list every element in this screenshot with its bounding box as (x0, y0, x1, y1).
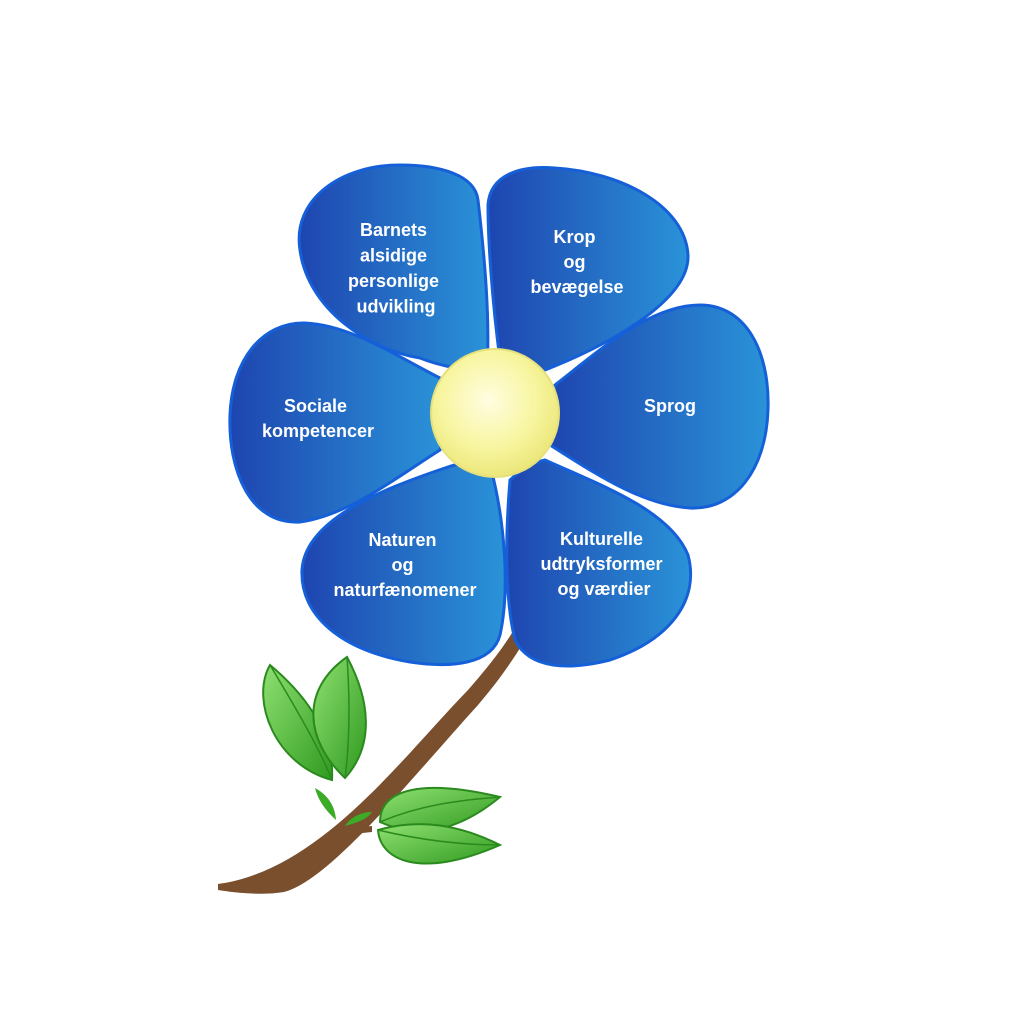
label-line: bevægelse (530, 277, 623, 297)
label-left: Sociale kompetencer (262, 396, 374, 441)
label-right: Sprog (644, 396, 696, 416)
label-top-left: Barnets alsidige personlige udvikling (348, 220, 444, 317)
petal-right (548, 303, 770, 510)
label-line: Krop (553, 227, 595, 247)
label-line: og værdier (557, 579, 650, 599)
label-line: Kulturelle (560, 529, 643, 549)
label-line: Sprog (644, 396, 696, 416)
label-line: Sociale (284, 396, 347, 416)
leaf-small (315, 788, 372, 826)
label-line: alsidige (360, 246, 427, 266)
flower-center (430, 348, 560, 478)
petal-top-right (486, 165, 690, 375)
petal-bottom-right (505, 458, 693, 668)
label-line: og (391, 555, 413, 575)
twig (330, 826, 372, 836)
leaf-top-right (312, 655, 367, 780)
leaf-bottom-upper (378, 786, 503, 832)
petal-bottom-left (300, 460, 507, 667)
label-bottom-right: Kulturelle udtryksformer og værdier (540, 529, 667, 599)
label-line: udvikling (356, 297, 435, 317)
label-line: Barnets (360, 220, 427, 240)
label-top-right: Krop og bevægelse (530, 227, 623, 297)
label-bottom-left: Naturen og naturfænomener (333, 530, 476, 600)
label-line: udtryksformer (540, 554, 662, 574)
label-line: og (563, 252, 585, 272)
petal-left (228, 321, 446, 524)
label-line: Naturen (368, 530, 436, 550)
label-line: personlige (348, 271, 439, 291)
label-line: kompetencer (262, 421, 374, 441)
leaf-bottom-lower (376, 823, 503, 865)
label-line: naturfænomener (333, 580, 476, 600)
